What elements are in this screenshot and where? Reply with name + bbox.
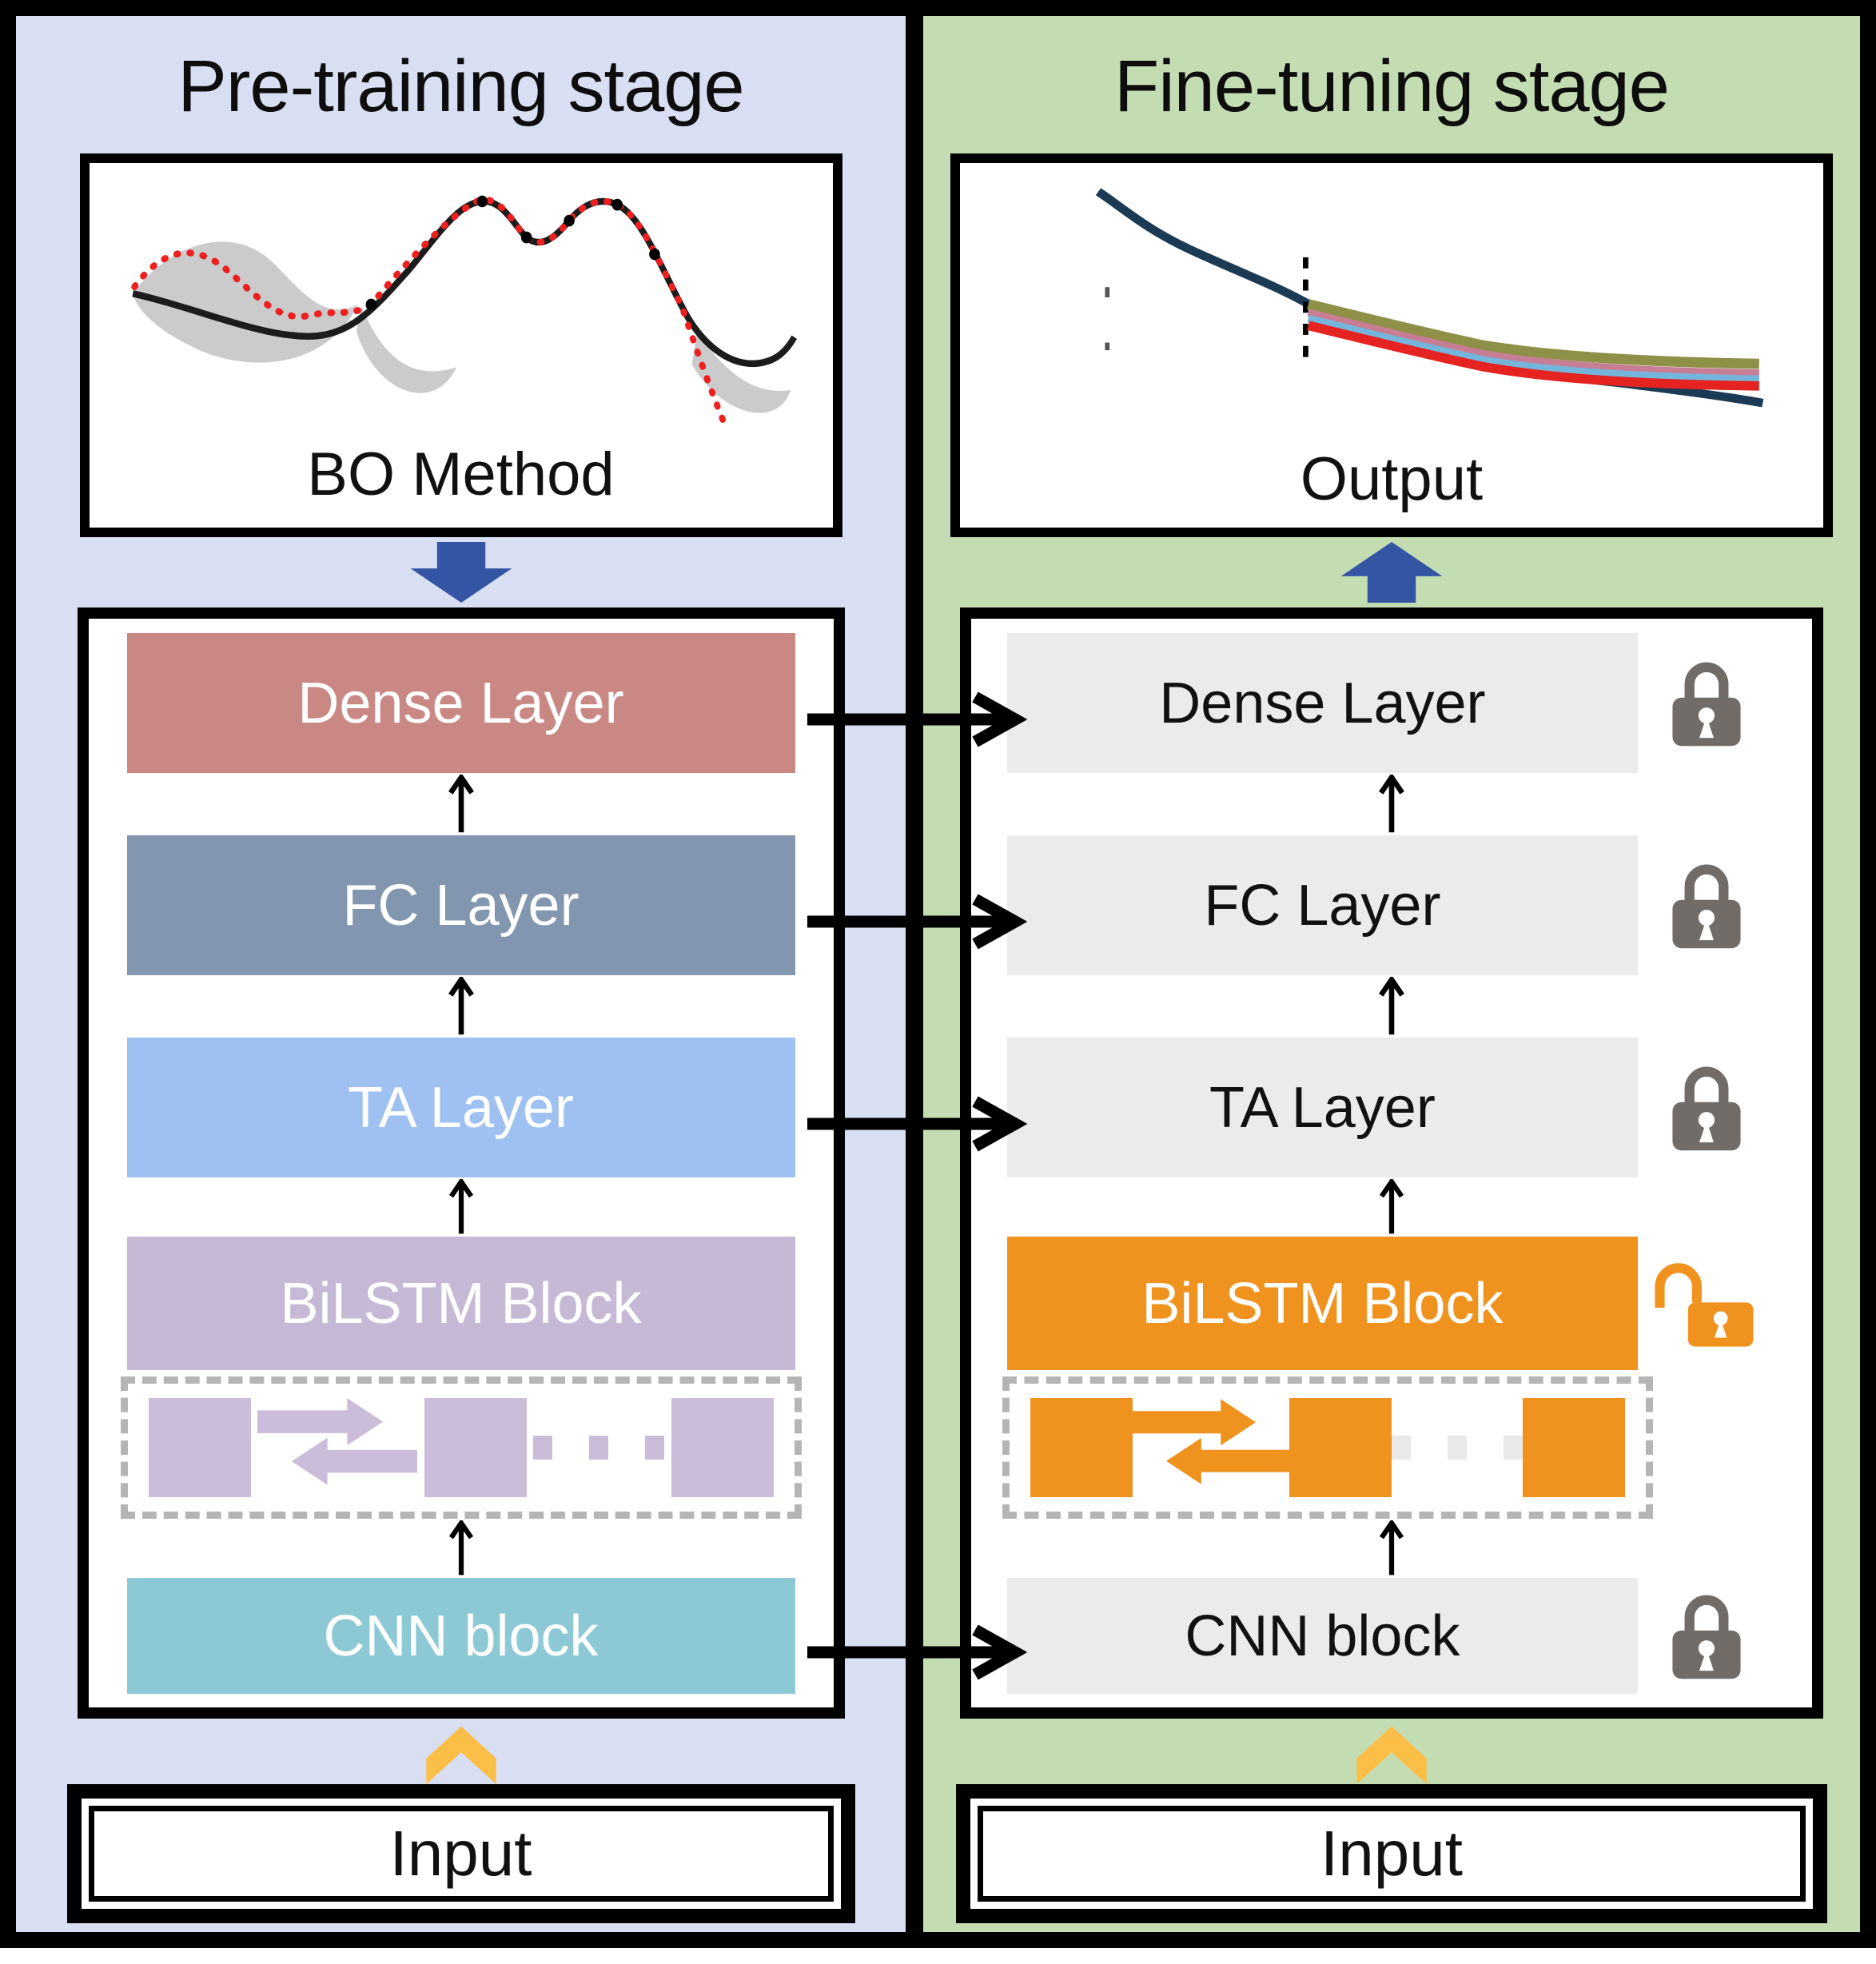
layer-fc-pretrain: FC Layer — [126, 835, 795, 975]
dot — [1504, 1436, 1524, 1460]
finetuning-panel: Fine-tuning stage Output Dense Layer — [923, 16, 1860, 1932]
lock-closed-icon — [1672, 662, 1741, 747]
down-arrow-icon — [410, 542, 512, 603]
up-arrow-icon — [1379, 977, 1404, 1035]
pretraining-title: Pre-training stage — [177, 45, 744, 127]
bo-method-label: BO Method — [307, 440, 615, 508]
output-box: Output — [950, 153, 1833, 537]
layer-cnn-pretrain: CNN block — [126, 1578, 795, 1694]
bidirectional-arrows-icon — [1133, 1399, 1290, 1484]
bo-method-plot — [131, 195, 798, 432]
dot — [533, 1436, 552, 1460]
ellipsis-dots — [1392, 1436, 1524, 1460]
lstm-cell — [1289, 1398, 1392, 1497]
lstm-cell — [671, 1398, 774, 1497]
input-chevron-icon — [425, 1726, 496, 1784]
layer-bilstm-finetune: BiLSTM Block — [1007, 1237, 1638, 1370]
pretraining-network-stack: Dense Layer FC Layer TA Layer BiLSTM Blo… — [77, 608, 845, 1719]
lstm-cell — [1030, 1398, 1133, 1497]
lock-open-icon — [1655, 1263, 1754, 1347]
pretraining-panel: Pre-training stage BO Method Dense Layer — [16, 16, 906, 1932]
finetuning-title: Fine-tuning stage — [1114, 45, 1670, 127]
ellipsis-dots — [533, 1436, 664, 1460]
lock-closed-icon — [1672, 1066, 1741, 1151]
dot — [589, 1436, 608, 1460]
layer-dense-finetune: Dense Layer — [1007, 633, 1638, 773]
lstm-cells-box-pretrain — [120, 1376, 802, 1519]
layer-bilstm-pretrain: BiLSTM Block — [126, 1237, 795, 1370]
layer-dense-pretrain: Dense Layer — [126, 633, 795, 773]
input-label: Input — [88, 1806, 834, 1902]
bo-observation-points — [365, 195, 661, 311]
up-arrow-icon — [448, 775, 474, 833]
dot — [1448, 1436, 1468, 1460]
up-arrow-icon — [1379, 775, 1404, 833]
lstm-cell — [148, 1398, 251, 1497]
panel-divider — [906, 16, 923, 1932]
lstm-cells-box-finetune — [1002, 1376, 1654, 1519]
lock-closed-icon — [1672, 864, 1741, 949]
lstm-cell — [1523, 1398, 1626, 1497]
up-arrow-icon — [448, 1520, 473, 1576]
up-arrow-icon — [448, 1179, 473, 1234]
dot — [645, 1436, 664, 1460]
input-chevron-icon — [1356, 1726, 1427, 1784]
output-plot — [1096, 188, 1764, 408]
layer-cnn-finetune: CNN block — [1007, 1578, 1638, 1694]
input-label: Input — [978, 1806, 1806, 1902]
bidirectional-arrows-icon — [257, 1398, 417, 1485]
output-label: Output — [1300, 444, 1484, 513]
input-box-pretrain: Input — [66, 1784, 855, 1923]
layer-ta-pretrain: TA Layer — [126, 1038, 795, 1177]
layer-ta-finetune: TA Layer — [1007, 1038, 1638, 1177]
up-arrow-icon — [1379, 1179, 1404, 1234]
up-arrow-icon — [1379, 1520, 1404, 1576]
finetuning-network-stack: Dense Layer FC Layer TA Layer — [960, 608, 1823, 1719]
input-box-finetune: Input — [956, 1784, 1827, 1923]
up-arrow-icon — [448, 977, 474, 1035]
bo-method-box: BO Method — [79, 153, 842, 537]
layer-fc-finetune: FC Layer — [1007, 835, 1638, 975]
lock-closed-icon — [1672, 1595, 1741, 1679]
lstm-cell — [424, 1398, 527, 1497]
dot — [1392, 1436, 1412, 1460]
up-arrow-blue-icon — [1340, 542, 1443, 603]
